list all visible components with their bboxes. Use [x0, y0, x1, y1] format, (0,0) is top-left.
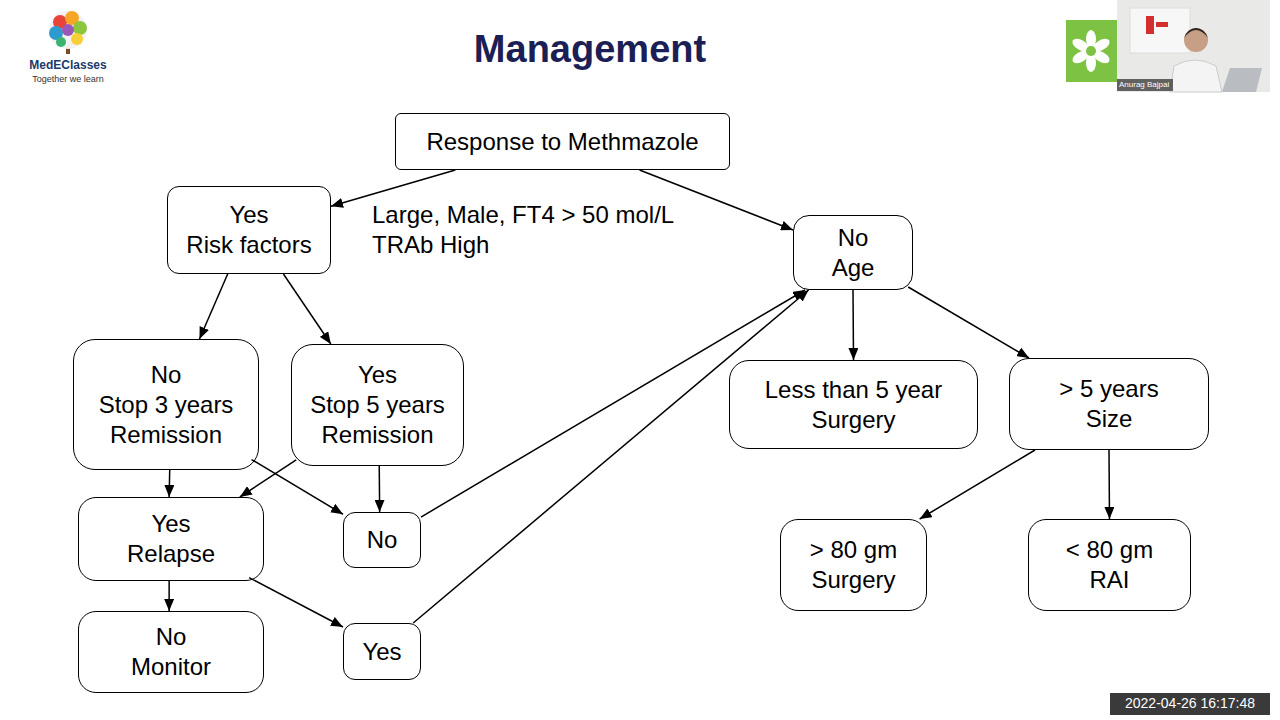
flow-arrow — [199, 274, 227, 339]
flow-arrow — [920, 450, 1035, 519]
box-text: Yes — [362, 637, 401, 667]
box-text: No — [151, 360, 182, 390]
flow-box: NoAge — [793, 215, 913, 290]
flow-box: Response to Methmazole — [395, 113, 730, 170]
box-text: Yes — [358, 360, 397, 390]
flow-box: YesStop 5 years Remission — [291, 344, 464, 466]
tree-logo — [49, 11, 87, 54]
edge-label: Large, Male, FT4 > 50 mol/L TRAb High — [372, 200, 717, 260]
flow-arrow — [168, 470, 170, 497]
logo-square — [1066, 20, 1117, 82]
flow-arrow — [283, 274, 330, 344]
flow-box: Less than 5 yearSurgery — [729, 360, 978, 449]
box-text: Relapse — [127, 539, 215, 569]
flow-box: Yes — [343, 623, 421, 680]
tree-crown — [49, 11, 87, 49]
timestamp: 2022-04-26 16:17:48 — [1110, 695, 1270, 711]
flower-center — [1086, 46, 1096, 56]
flow-box: NoMonitor — [78, 611, 264, 693]
flow-arrow — [908, 287, 1029, 358]
box-text: Monitor — [131, 652, 211, 682]
speaker-head — [1184, 28, 1208, 52]
box-text: Risk factors — [186, 230, 311, 260]
box-text: Surgery — [811, 405, 895, 435]
flow-box: YesRelapse — [78, 497, 264, 581]
poster-mark — [1156, 22, 1168, 27]
box-text: Response to Methmazole — [426, 127, 698, 157]
flow-arrow — [252, 460, 343, 515]
box-text: RAI — [1089, 565, 1129, 595]
leaf-dot — [71, 33, 83, 45]
box-text: Age — [832, 253, 875, 283]
laptop — [1222, 68, 1262, 92]
box-text: No — [156, 622, 187, 652]
poster-mark — [1146, 16, 1154, 34]
flow-arrow — [168, 581, 170, 611]
flow-box: > 80 gmSurgery — [780, 519, 927, 611]
timestamp-bg — [1110, 693, 1270, 715]
box-text: Less than 5 year — [765, 375, 942, 405]
slide-title: Management — [390, 28, 790, 71]
speaker-hair — [1184, 28, 1208, 38]
box-text: < 80 gm — [1066, 535, 1153, 565]
flow-arrow — [249, 578, 343, 627]
speaker-body — [1170, 60, 1222, 92]
video-frame — [1117, 0, 1270, 92]
speaker-video — [1117, 0, 1270, 92]
box-text: Stop 5 years Remission — [298, 390, 457, 450]
flow-box: YesRisk factors — [167, 186, 331, 274]
box-text: Yes — [151, 509, 190, 539]
flower — [1070, 30, 1111, 72]
flow-box: > 5 yearsSize — [1009, 358, 1209, 450]
wall-poster — [1130, 8, 1190, 53]
flow-arrow — [852, 290, 854, 360]
box-text: Size — [1086, 404, 1133, 434]
flow-box: No — [343, 512, 421, 568]
flower-logo — [1066, 20, 1117, 82]
box-text: Yes — [229, 200, 268, 230]
flow-arrow — [1108, 450, 1110, 519]
flow-arrow — [378, 466, 380, 512]
flow-arrow — [413, 290, 808, 623]
name-tag-bg — [1117, 79, 1173, 91]
box-text: No — [838, 223, 869, 253]
box-text: > 5 years — [1059, 374, 1158, 404]
box-text: Stop 3 years Remission — [80, 390, 252, 450]
leaf-dot — [62, 24, 74, 36]
brand-name: MedEClasses — [18, 58, 118, 72]
box-text: No — [367, 525, 398, 555]
flow-box: NoStop 3 years Remission — [73, 339, 259, 470]
leaf-dot — [73, 21, 87, 35]
flow-arrow — [331, 170, 455, 206]
leaf-dot — [56, 37, 66, 47]
box-text: Surgery — [811, 565, 895, 595]
speaker-name: Anurag Bajpai — [1119, 80, 1173, 89]
box-text: > 80 gm — [810, 535, 897, 565]
brand-tagline: Together we learn — [18, 74, 118, 84]
flow-box: < 80 gmRAI — [1028, 519, 1191, 611]
